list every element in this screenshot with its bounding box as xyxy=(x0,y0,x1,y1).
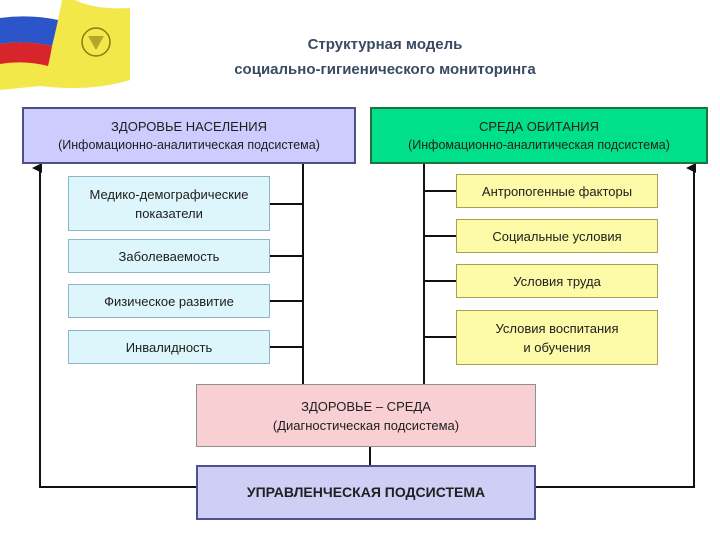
environment-block: СРЕДА ОБИТАНИЯ (Инфомационно-аналитическ… xyxy=(370,107,708,164)
left-item-label: Инвалидность xyxy=(125,339,213,355)
right-item-label: Социальные условия xyxy=(492,228,622,244)
environment-subtitle: (Инфомационно-аналитическая подсистема) xyxy=(408,137,670,152)
population-health-block: ЗДОРОВЬЕ НАСЕЛЕНИЯ (Инфомационно-аналити… xyxy=(22,107,356,164)
population-health-title: ЗДОРОВЬЕ НАСЕЛЕНИЯ xyxy=(111,118,267,134)
right-item-working-conditions: Условия труда xyxy=(456,264,658,298)
left-item-physical-development: Физическое развитие xyxy=(68,284,270,318)
right-item-label: Условия воспитания xyxy=(495,320,619,336)
right-item-education-conditions: Условия воспитания и обучения xyxy=(456,310,658,365)
russian-flag-image xyxy=(0,0,130,90)
population-health-subtitle: (Инфомационно-аналитическая подсистема) xyxy=(58,137,320,152)
health-environment-block: ЗДОРОВЬЕ – СРЕДА (Диагностическая подсис… xyxy=(196,384,536,447)
left-item-label: Медико-демографические xyxy=(89,186,249,202)
management-subsystem-block: УПРАВЛЕНЧЕСКАЯ ПОДСИСТЕМА xyxy=(196,465,536,520)
left-item-medico-demographic: Медико-демографические показатели xyxy=(68,176,270,231)
right-item-label: Антропогенные факторы xyxy=(481,183,633,199)
environment-title: СРЕДА ОБИТАНИЯ xyxy=(478,118,600,134)
health-environment-subtitle: (Диагностическая подсистема) xyxy=(272,417,460,433)
title-line-1: Структурная модель xyxy=(307,36,463,53)
right-item-social-conditions: Социальные условия xyxy=(456,219,658,253)
left-item-disability: Инвалидность xyxy=(68,330,270,364)
diagram-title: Структурная модель социально-гигиеническ… xyxy=(150,32,620,82)
right-item-anthropogenic: Антропогенные факторы xyxy=(456,174,658,208)
left-item-label: Заболеваемость xyxy=(118,248,220,264)
left-item-morbidity: Заболеваемость xyxy=(68,239,270,273)
left-item-label: показатели xyxy=(135,205,203,221)
right-item-label: Условия труда xyxy=(513,273,601,289)
management-subsystem-title: УПРАВЛЕНЧЕСКАЯ ПОДСИСТЕМА xyxy=(246,484,486,500)
title-line-2: социально-гигиенического мониторинга xyxy=(234,61,536,78)
right-item-label: и обучения xyxy=(523,339,591,355)
left-item-label: Физическое развитие xyxy=(104,293,234,309)
health-environment-title: ЗДОРОВЬЕ – СРЕДА xyxy=(301,398,431,414)
